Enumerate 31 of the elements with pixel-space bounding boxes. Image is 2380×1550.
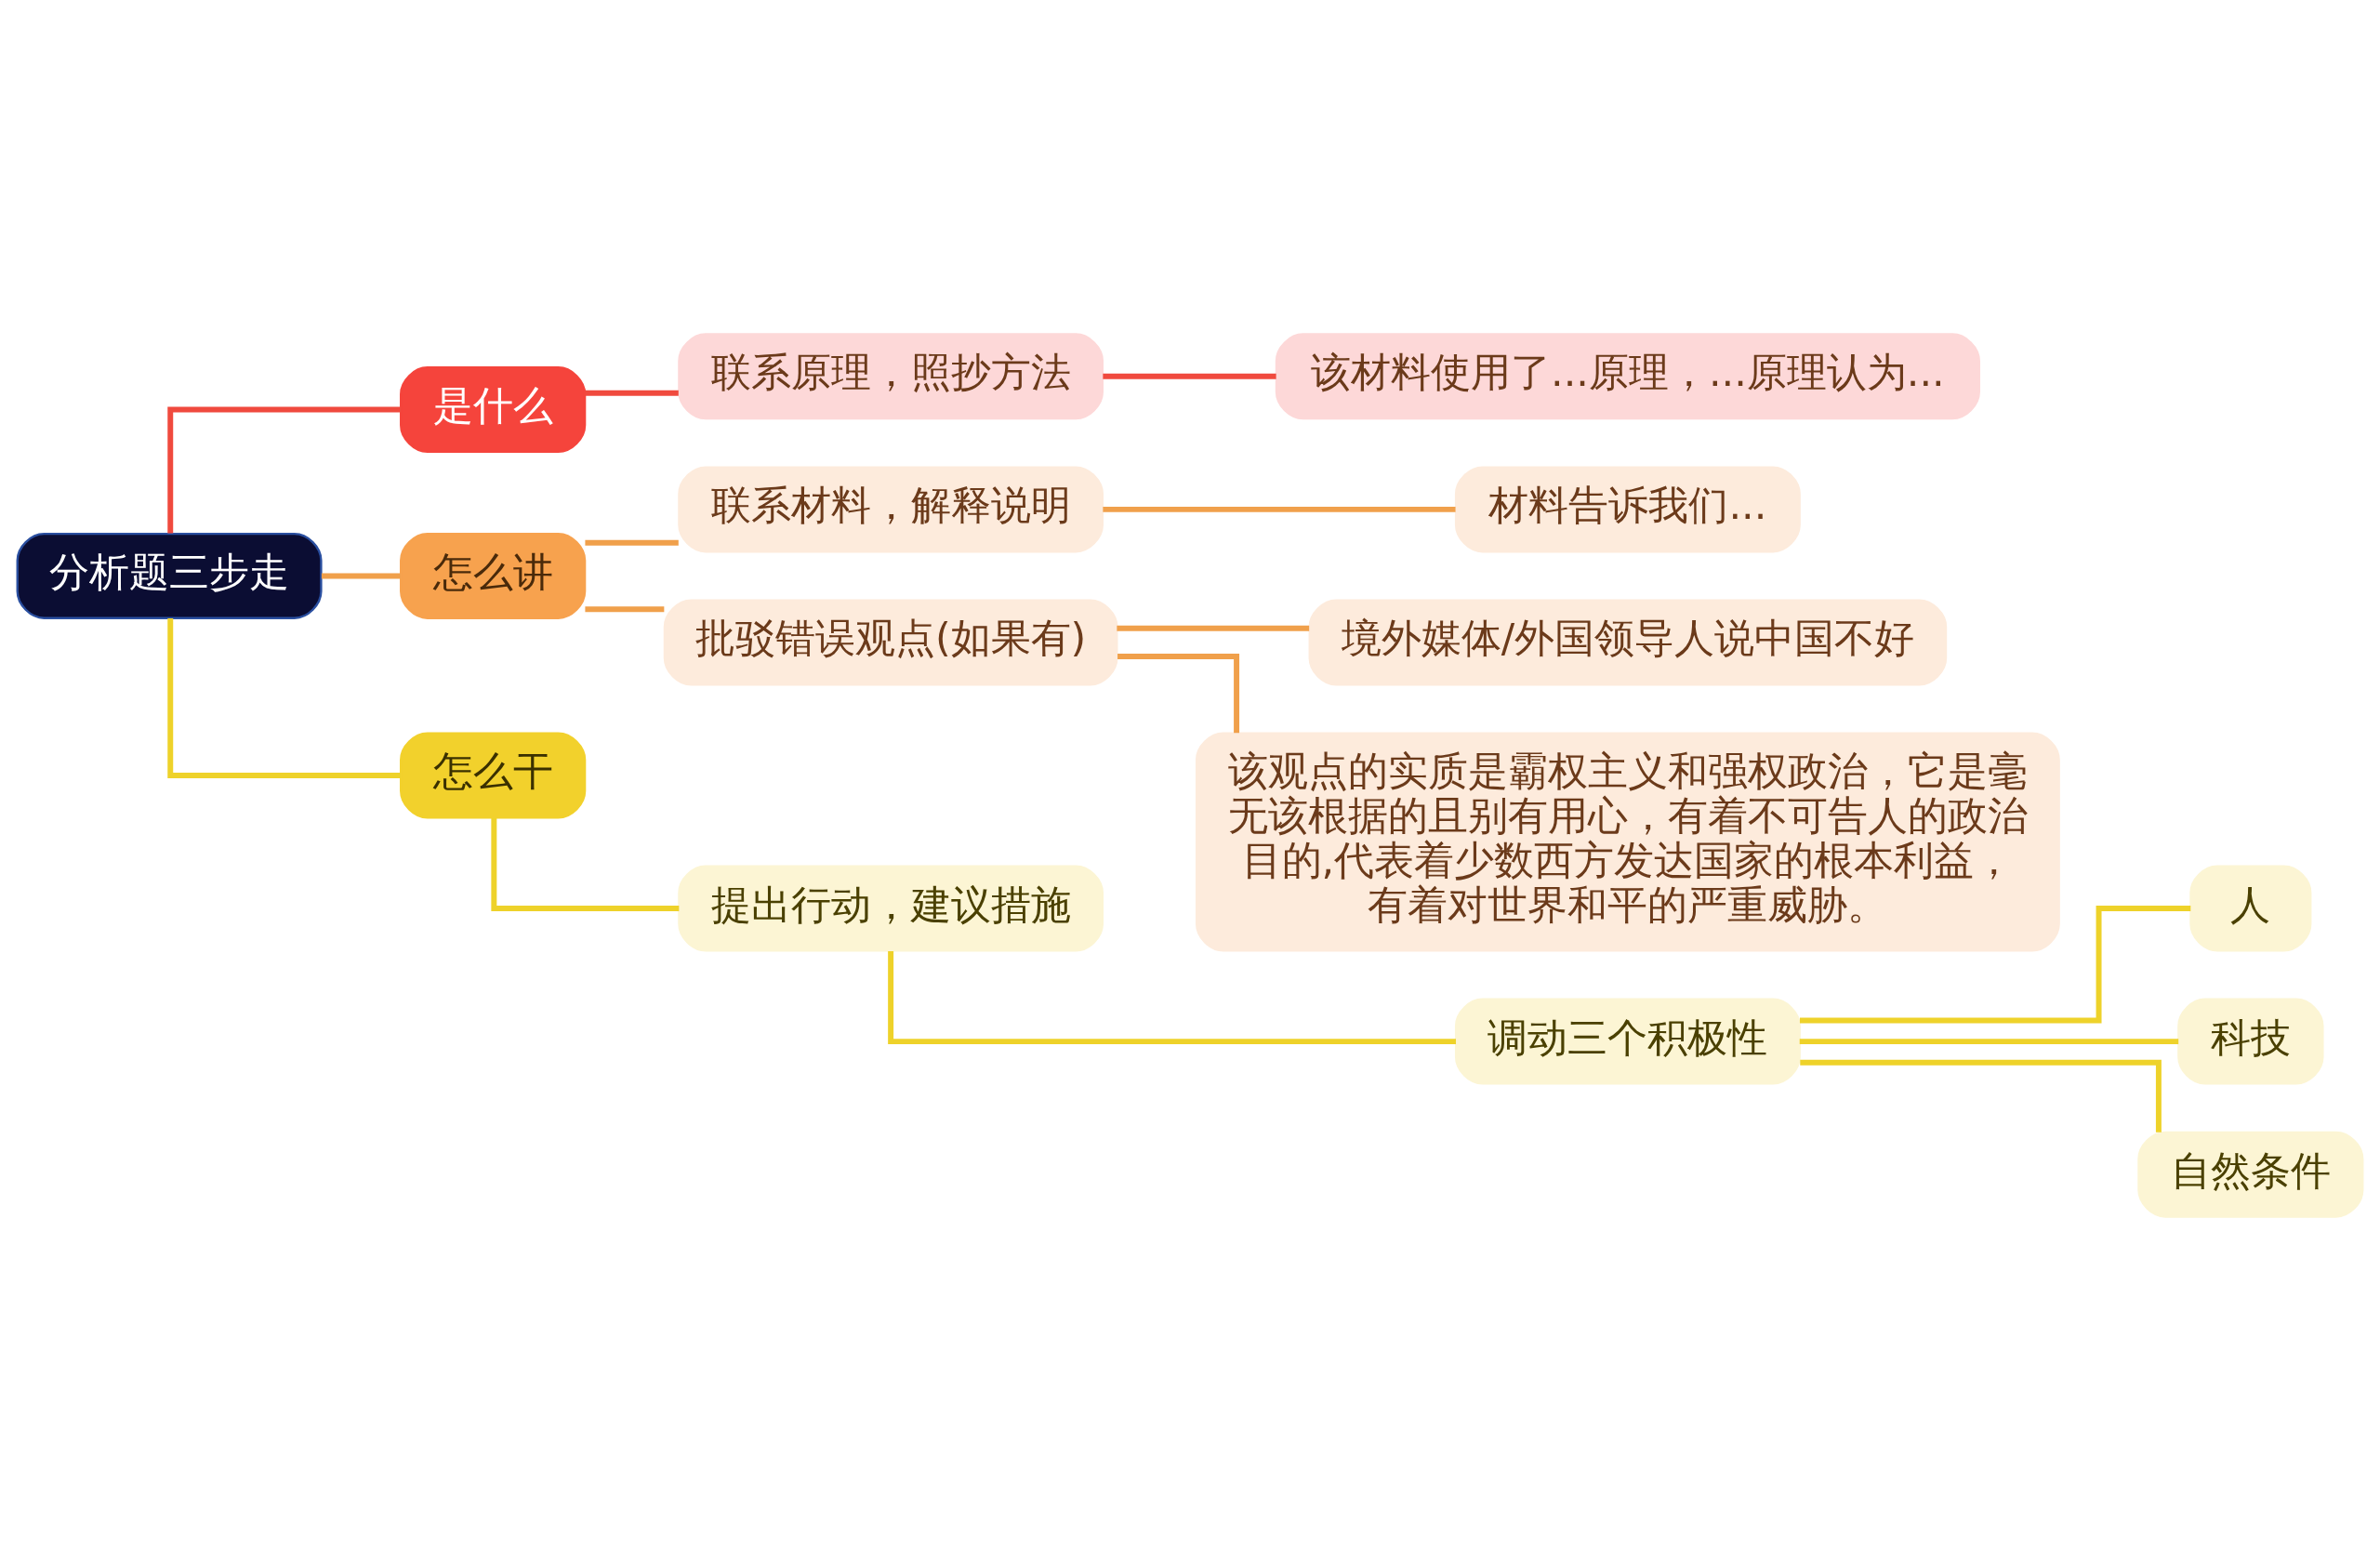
node-box: 怎么讲 — [400, 532, 587, 619]
node-box: 科技 — [2177, 998, 2324, 1085]
connector — [1117, 625, 1310, 631]
node-box: 调动三个积极性 — [1454, 998, 1801, 1085]
node-box: 材料告诉我们... — [1454, 465, 1801, 552]
node-box: 分析题三步走 — [16, 532, 323, 619]
connector — [321, 572, 401, 578]
connector — [585, 605, 665, 612]
connector — [1117, 653, 1240, 733]
connector — [167, 617, 401, 778]
connector — [1800, 1059, 2162, 1133]
connector — [585, 390, 679, 396]
connector — [167, 406, 401, 533]
node-box: 境外媒体/外国领导人说中国不好 — [1308, 598, 1948, 685]
connector — [585, 539, 679, 546]
node-box: 是什么 — [400, 365, 587, 453]
node-box: 该材料使用了...原理，...原理认为... — [1275, 332, 1980, 419]
connector — [1799, 1038, 2179, 1044]
node-box: 人 — [2189, 865, 2312, 952]
connector — [1799, 905, 2191, 1023]
node-box: 该观点的实质是霸权主义和强权政治，它是毫无该根据的且别有用心，有着不可告人的政治目的,代表着少数西方发达国家的根本利益，有着对世界和平的严重威胁。 — [1195, 732, 2060, 952]
connector — [491, 817, 680, 911]
node-box: 批驳错误观点(如果有) — [663, 598, 1118, 685]
node-box: 联系原理，照抄方法 — [678, 332, 1104, 419]
node-box: 自然条件 — [2137, 1131, 2364, 1218]
node-box: 联系材料，解释说明 — [678, 465, 1104, 552]
node-box: 怎么干 — [400, 732, 587, 818]
connector — [1103, 373, 1276, 379]
node-box: 提出行动，建议措施 — [678, 865, 1104, 952]
connector — [1103, 506, 1456, 512]
connector — [888, 950, 1456, 1044]
